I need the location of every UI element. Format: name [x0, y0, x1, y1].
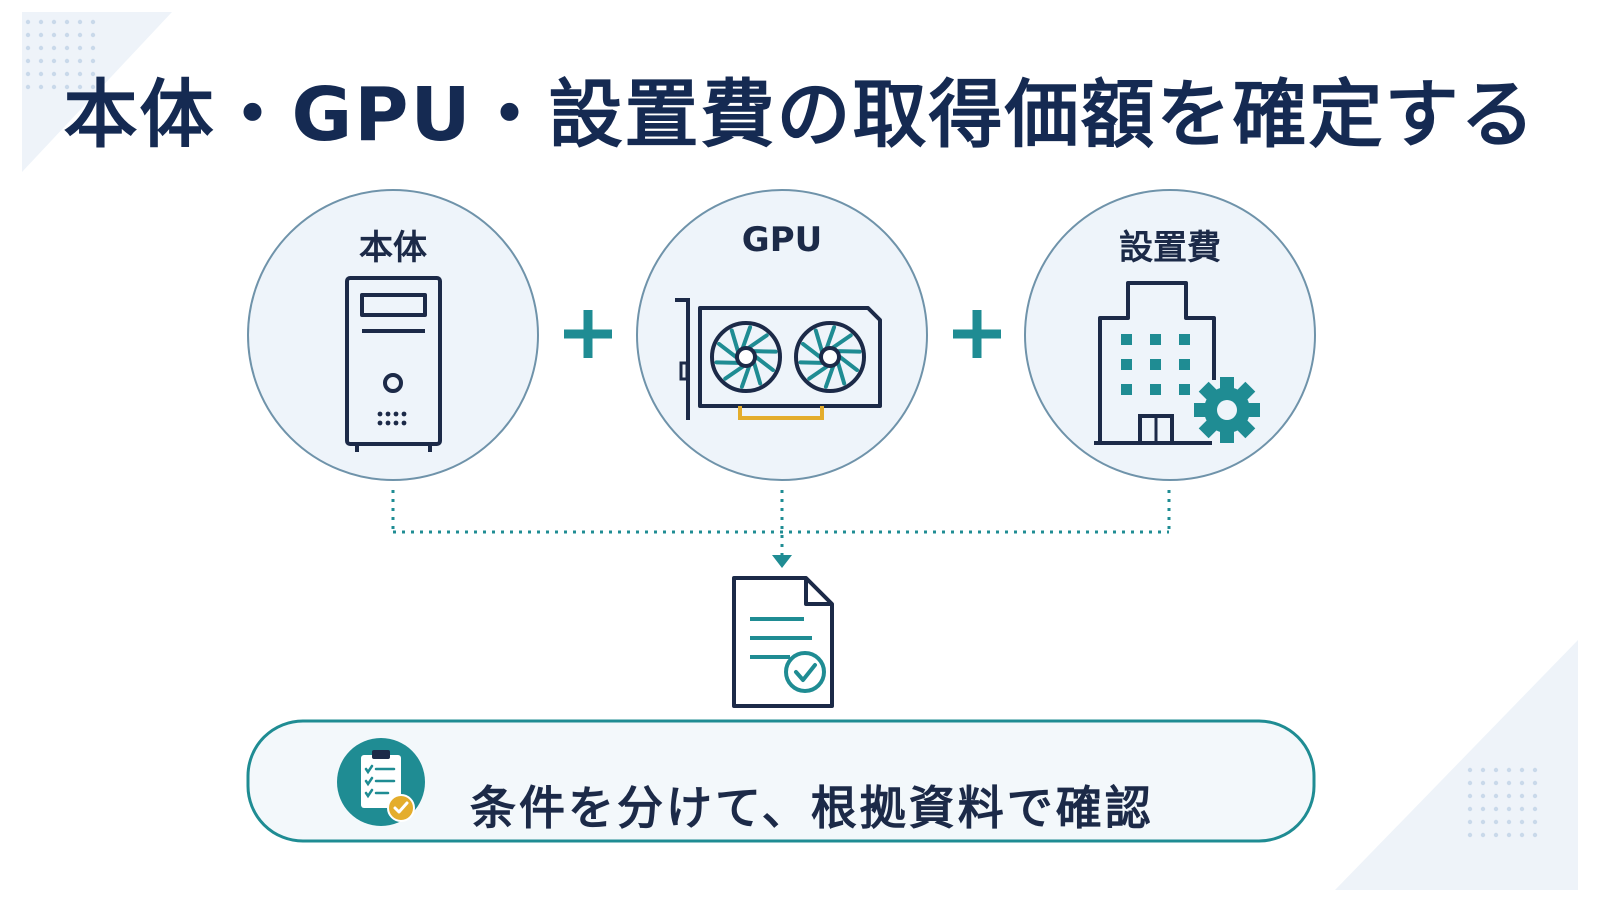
document-check-icon: [732, 576, 834, 708]
connector-lines: [391, 490, 1171, 555]
corner-decoration-top-left: [22, 12, 172, 172]
pc-vent-dots: [377, 411, 407, 426]
page-title: 本体・GPU・設置費の取得価額を確定する: [63, 72, 1537, 158]
node-label-gpu: GPU: [741, 220, 823, 260]
gpu-fan-left: [710, 321, 782, 393]
building-gear-icon: [1094, 281, 1260, 445]
clipboard-checklist-icon: [337, 738, 425, 826]
node-circle-main-unit: [247, 189, 539, 481]
summary-text: 条件を分けて、根拠資料で確認: [470, 781, 1154, 835]
node-label-main-unit: 本体: [359, 228, 427, 268]
plus-icon: [564, 310, 612, 358]
node-label-installation: 設置費: [1119, 228, 1221, 268]
plus-icon: [953, 310, 1001, 358]
corner-decoration-bottom-right: [1335, 640, 1578, 890]
arrow-down-icon: [772, 555, 792, 568]
gear-icon: [1194, 377, 1260, 443]
graphics-card-icon: [675, 298, 882, 420]
dot-pattern-top-left: [25, 19, 96, 90]
summary-box: [246, 719, 1316, 843]
gpu-fan-right: [794, 321, 866, 393]
pc-tower-icon: [345, 276, 442, 452]
dot-pattern-bottom-right: [1467, 767, 1538, 838]
